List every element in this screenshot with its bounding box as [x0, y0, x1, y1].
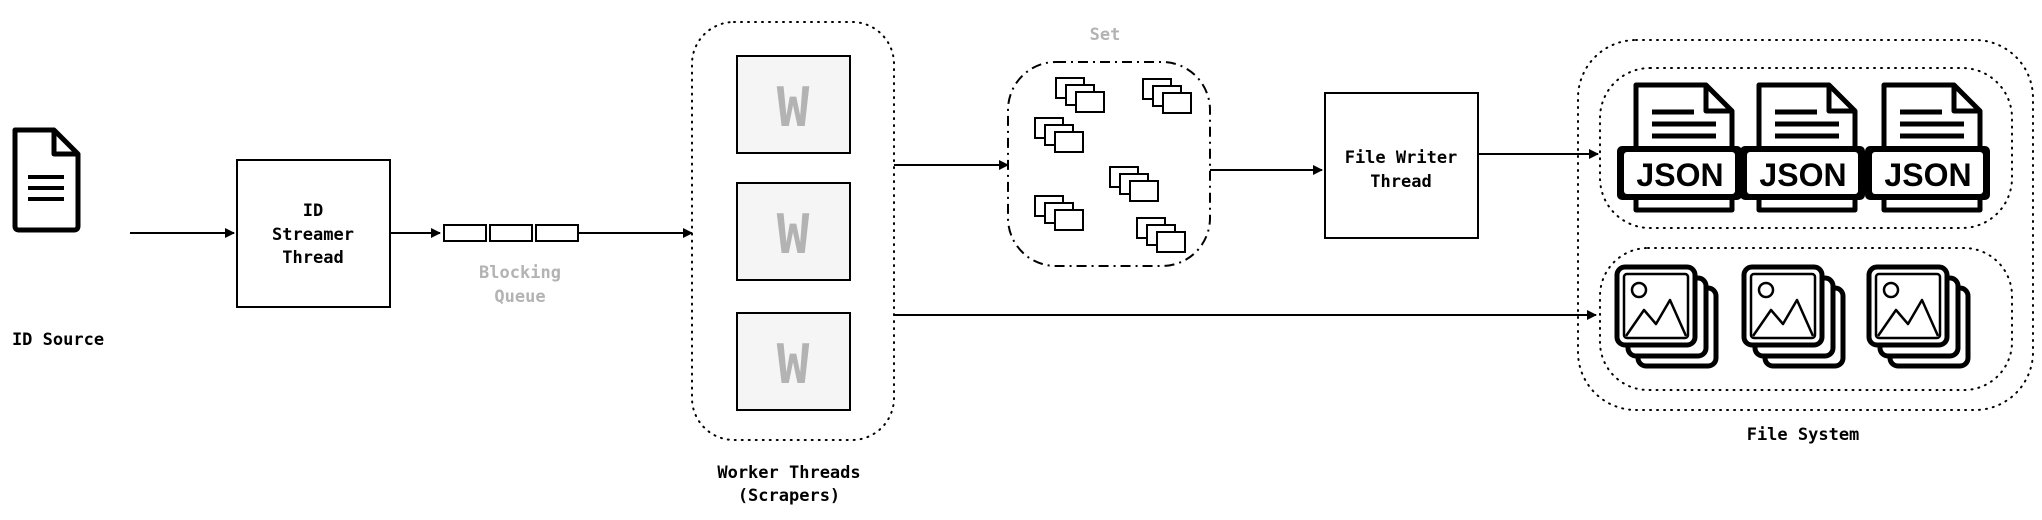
blocking-queue	[443, 224, 579, 242]
workers-label-line1: Worker Threads	[717, 463, 860, 483]
svg-text:JSON: JSON	[1636, 157, 1723, 193]
svg-text:W: W	[777, 333, 810, 396]
streamer-label-line3: Thread	[282, 248, 343, 268]
image-files-group	[1599, 247, 2013, 391]
file-writer-thread-box	[1324, 92, 1479, 239]
set-label: Set	[1090, 25, 1121, 45]
queue-label-line1: Blocking	[479, 263, 561, 283]
streamer-label-line1: ID	[303, 201, 323, 221]
svg-text:JSON: JSON	[1884, 157, 1971, 193]
document-icon	[12, 127, 81, 233]
id-streamer-thread-box	[236, 159, 391, 308]
writer-label-line2: Thread	[1370, 172, 1431, 192]
svg-text:W: W	[777, 76, 810, 139]
image-stack-icon	[1617, 267, 1716, 366]
svg-text:W: W	[777, 203, 810, 266]
image-stack-icon	[1869, 267, 1968, 366]
json-files-group	[1599, 67, 2013, 229]
worker-w3: W	[736, 312, 851, 411]
set-elements	[1034, 77, 1192, 253]
streamer-label-line2: Streamer	[272, 225, 354, 245]
id-source-label: ID Source	[12, 330, 104, 350]
json-file-icon: JSON	[1740, 85, 1865, 210]
file-system-container	[1577, 39, 2034, 411]
worker-threads-container	[691, 21, 895, 441]
file-system-label: File System	[1747, 425, 1860, 445]
json-file-icon: JSON	[1617, 85, 1742, 210]
workers-label-line2: (Scrapers)	[738, 486, 840, 506]
set-container	[1007, 61, 1211, 267]
writer-label-line1: File Writer	[1345, 148, 1458, 168]
image-stack-icon	[1744, 267, 1843, 366]
queue-label-line2: Queue	[494, 287, 545, 307]
json-file-icon: JSON	[1865, 85, 1990, 210]
worker-w2: W	[736, 182, 851, 281]
worker-w1: W	[736, 55, 851, 154]
svg-text:JSON: JSON	[1759, 157, 1846, 193]
